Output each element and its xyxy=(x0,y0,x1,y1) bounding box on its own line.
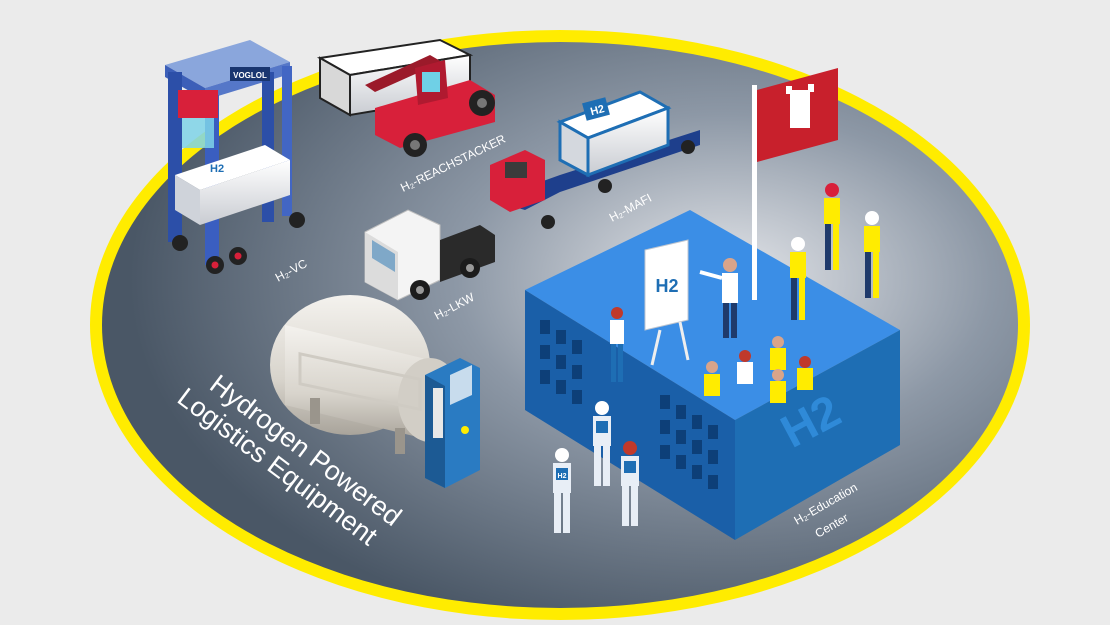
vc-display-text: VOGLOL xyxy=(233,71,267,80)
fuel-dispenser-icon xyxy=(425,358,480,488)
presenter-figure xyxy=(699,258,738,338)
building-windows-left xyxy=(540,320,718,489)
female-worker-figure xyxy=(610,307,624,382)
castle-emblem xyxy=(790,90,810,128)
worker-badge-text: H2 xyxy=(558,473,567,480)
worker-icon: H2 xyxy=(553,448,571,533)
education-building-icon: H2 H2 xyxy=(525,210,900,540)
worker-icon xyxy=(864,211,880,298)
flipchart-h2: H2 xyxy=(655,276,678,296)
worker-icon xyxy=(593,401,611,486)
vc-container-h2: H2 xyxy=(210,163,224,175)
worker-icon xyxy=(790,237,806,320)
audience xyxy=(704,336,813,403)
flipchart: H2 xyxy=(644,239,690,366)
mafi-trailer-icon: H2 xyxy=(490,90,700,229)
worker-icon xyxy=(621,441,639,526)
tank-container-h2: H2 xyxy=(589,103,606,118)
h2-suit-workers: H2 xyxy=(553,401,639,533)
reachstacker-icon xyxy=(316,38,495,157)
safety-workers xyxy=(790,183,880,320)
hamburg-flag-icon xyxy=(752,68,838,300)
worker-icon xyxy=(824,183,840,270)
truck-icon xyxy=(364,209,495,301)
straddle-carrier-icon: VOGLOL H2 xyxy=(165,40,305,274)
